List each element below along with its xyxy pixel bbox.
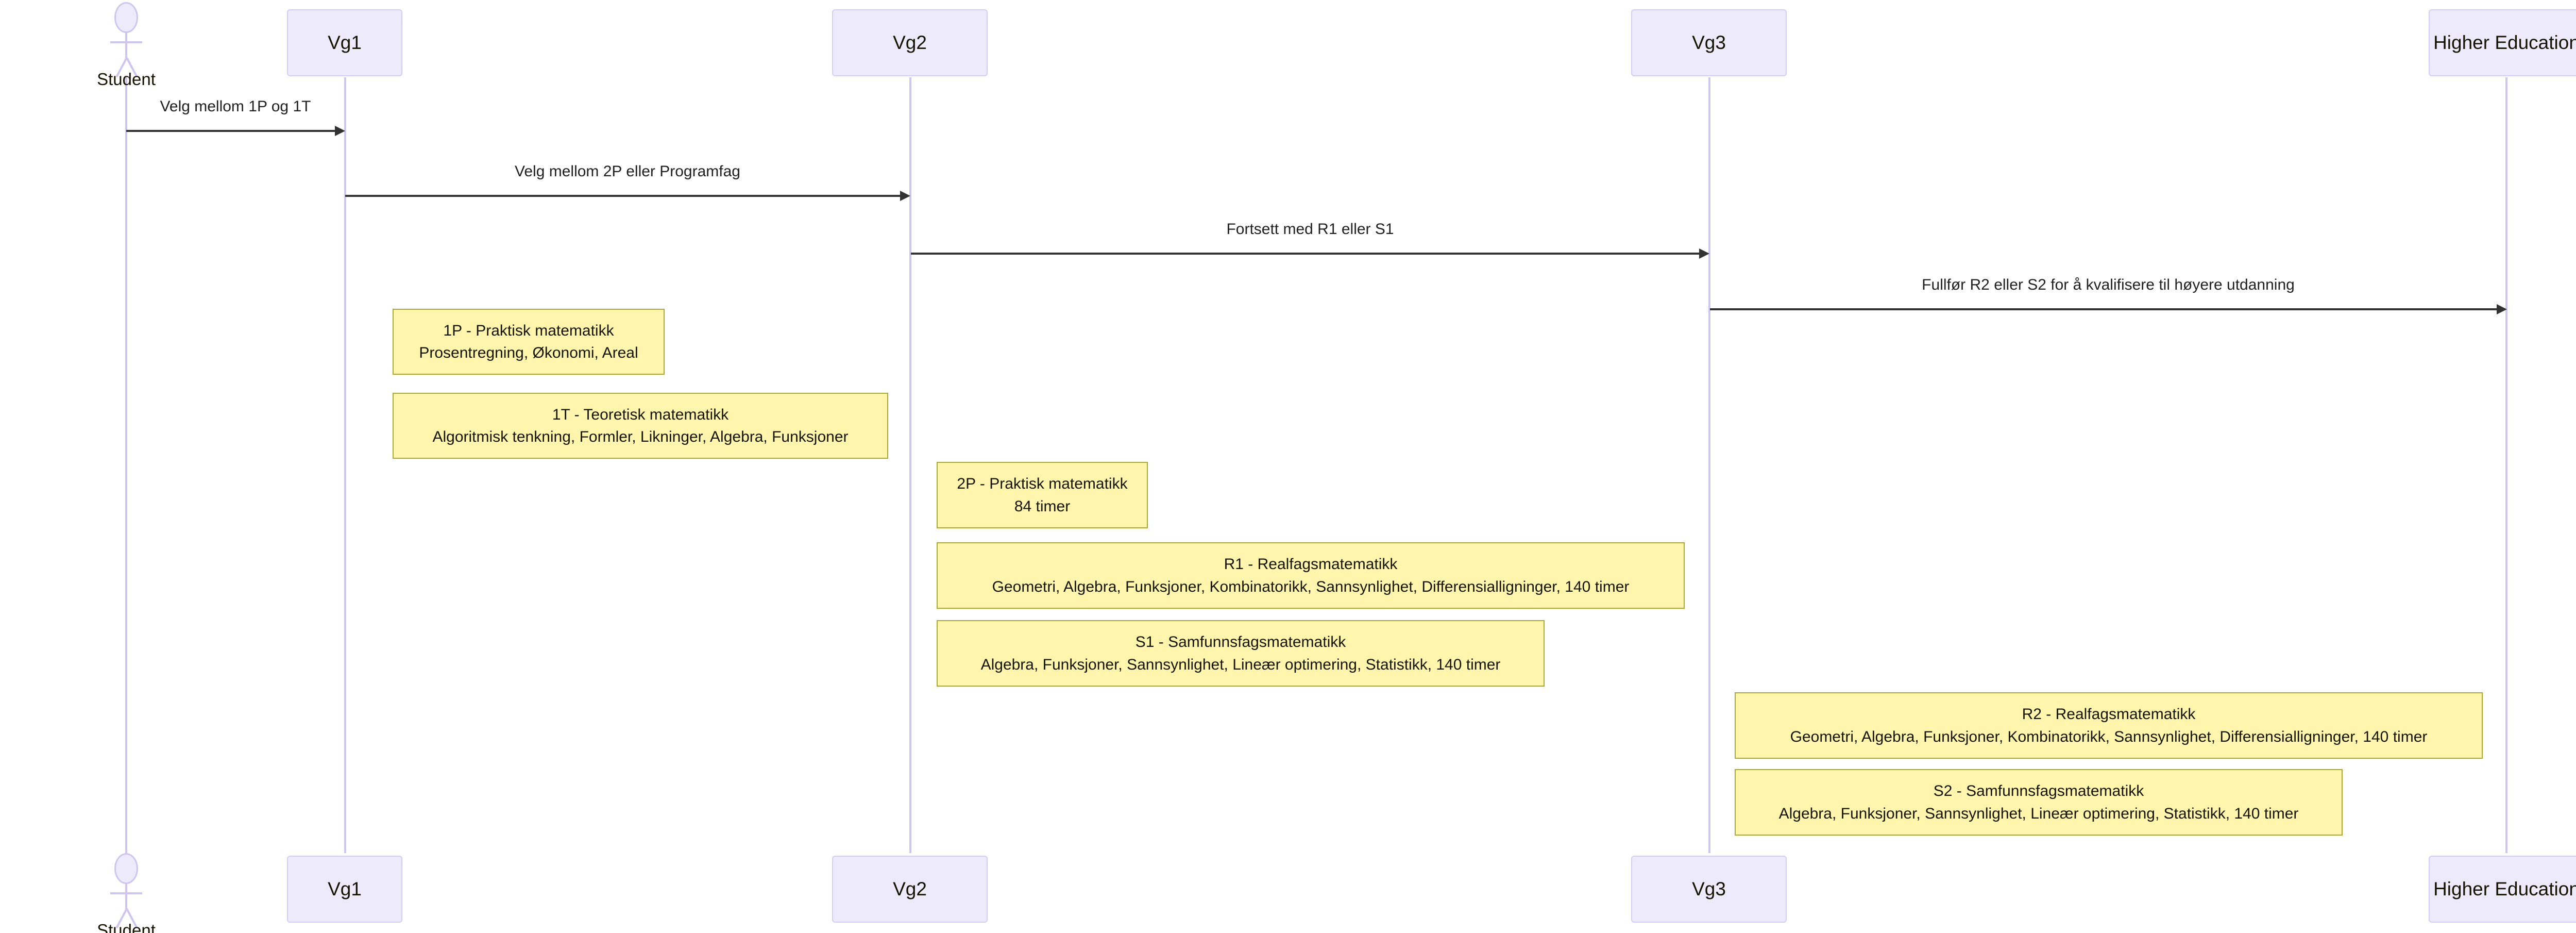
participant-vg1-bottom[interactable]: Vg1: [287, 856, 402, 923]
note-r1[interactable]: R1 - Realfagsmatematikk Geometri, Algebr…: [937, 542, 1685, 609]
message-4-arrowhead-icon: [2497, 304, 2507, 314]
note-r2[interactable]: R2 - Realfagsmatematikk Geometri, Algebr…: [1735, 692, 2483, 759]
message-1-label: Velg mellom 1P og 1T: [160, 98, 311, 115]
participant-vg3-bottom[interactable]: Vg3: [1631, 856, 1787, 923]
participant-vg1-top[interactable]: Vg1: [287, 9, 402, 76]
note-r1-detail: Geometri, Algebra, Funksjoner, Kombinato…: [992, 578, 1630, 595]
lifeline-vg2: [909, 77, 911, 853]
message-1-line: [126, 130, 335, 132]
note-1t-title: 1T - Teoretisk matematikk: [552, 406, 729, 423]
participant-vg2-bottom[interactable]: Vg2: [832, 856, 988, 923]
note-2p-title: 2P - Praktisk matematikk: [957, 475, 1128, 492]
note-1t-detail: Algoritmisk tenkning, Formler, Likninger…: [432, 428, 849, 445]
message-2-line: [345, 195, 900, 197]
note-s1-detail: Algebra, Funksjoner, Sannsynlighet, Line…: [980, 656, 1501, 673]
actor-label-student-bottom: Student: [97, 921, 156, 933]
note-1p-detail: Prosentregning, Økonomi, Areal: [419, 344, 638, 361]
note-r2-title: R2 - Realfagsmatematikk: [2022, 706, 2196, 723]
actor-label-student-top: Student: [97, 70, 156, 89]
note-s2[interactable]: S2 - Samfunnsfagsmatematikk Algebra, Fun…: [1735, 769, 2343, 836]
note-r1-title: R1 - Realfagsmatematikk: [1224, 556, 1398, 573]
note-1p-title: 1P - Praktisk matematikk: [443, 322, 614, 339]
message-4-line: [1710, 308, 2497, 310]
note-1t[interactable]: 1T - Teoretisk matematikk Algoritmisk te…: [393, 393, 888, 459]
note-s2-detail: Algebra, Funksjoner, Sannsynlighet, Line…: [1778, 805, 2299, 822]
message-2-label: Velg mellom 2P eller Programfag: [515, 163, 740, 180]
message-1-arrowhead-icon: [335, 126, 345, 136]
message-3-line: [911, 253, 1699, 255]
note-s1[interactable]: S1 - Samfunnsfagsmatematikk Algebra, Fun…: [937, 620, 1545, 687]
note-2p[interactable]: 2P - Praktisk matematikk 84 timer: [937, 462, 1148, 528]
actor-head-icon: [114, 2, 138, 33]
note-s2-title: S2 - Samfunnsfagsmatematikk: [1933, 782, 2144, 799]
lifeline-student: [125, 77, 127, 853]
lifeline-vg3: [1708, 77, 1710, 853]
note-1p[interactable]: 1P - Praktisk matematikk Prosentregning,…: [393, 309, 665, 375]
participant-higher-top[interactable]: Higher Education: [2429, 9, 2576, 76]
note-2p-detail: 84 timer: [1014, 497, 1071, 515]
lifeline-vg1: [344, 77, 346, 853]
actor-body-icon: [125, 33, 127, 60]
message-3-label: Fortsett med R1 eller S1: [1226, 221, 1394, 238]
note-s1-title: S1 - Samfunnsfagsmatematikk: [1135, 634, 1346, 651]
message-3-arrowhead-icon: [1699, 248, 1709, 259]
lifeline-higher: [2505, 77, 2507, 853]
participant-higher-bottom[interactable]: Higher Education: [2429, 856, 2576, 923]
participant-vg3-top[interactable]: Vg3: [1631, 9, 1787, 76]
message-2-arrowhead-icon: [900, 191, 910, 201]
actor-head-icon: [114, 853, 138, 884]
message-4-label: Fullfør R2 eller S2 for å kvalifisere ti…: [1922, 276, 2295, 293]
note-r2-detail: Geometri, Algebra, Funksjoner, Kombinato…: [1790, 728, 2428, 745]
actor-body-icon: [125, 884, 127, 911]
participant-vg2-top[interactable]: Vg2: [832, 9, 988, 76]
